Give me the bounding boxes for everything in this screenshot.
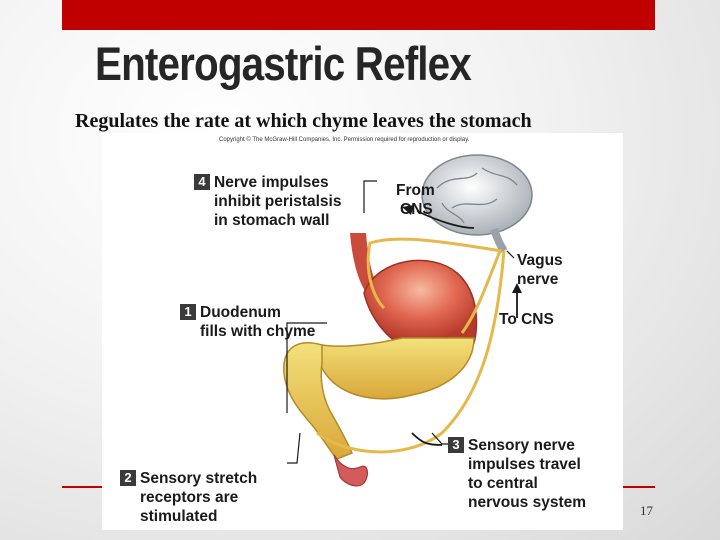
stomach-body-chyme [317,337,475,400]
flow-arrows [411,210,518,446]
reflex-diagram: Copyright © The McGraw-Hill Companies, I… [102,133,623,530]
nerve-pathways [316,237,506,454]
vagus-nerve-label: Vagus nerve [517,252,563,288]
stomach-illustration [283,154,533,487]
step-number: 3 [448,437,464,453]
duodenum [283,342,353,460]
step-number: 2 [120,470,136,486]
step-number: 4 [194,174,210,190]
stomach-fundus [363,259,478,346]
top-accent-bar [62,0,655,30]
to-cns-label: To CNS [499,311,554,328]
slide-subtitle: Regulates the rate at which chyme leaves… [75,110,532,132]
step-number: 1 [180,304,196,320]
arrow-heads [402,205,522,293]
copyright-notice: Copyright © The McGraw-Hill Companies, I… [219,137,470,143]
slide-title: Enterogastric Reflex [95,37,472,90]
footer-line-right [622,486,655,488]
page-number: 17 [640,503,653,518]
leader-lines [286,180,515,464]
from-cns-label: From CNS [396,182,435,218]
footer-line-left [62,486,104,488]
brain [421,154,533,236]
brainstem [490,227,508,254]
intestine [333,454,369,487]
